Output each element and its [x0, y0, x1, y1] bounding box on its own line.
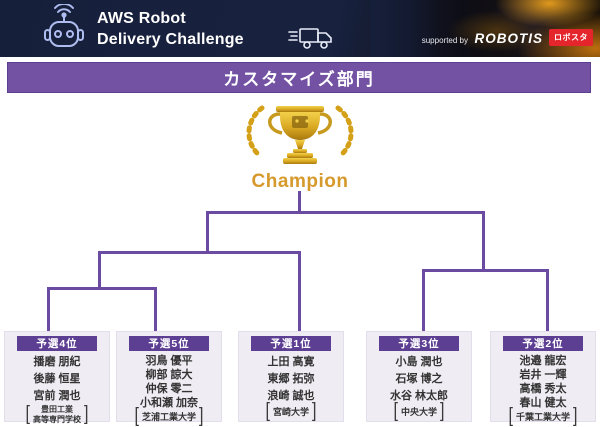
team-affiliation: [ 中央大学 ] — [393, 400, 445, 422]
bracket-line-semi-left — [98, 251, 301, 254]
bracket-open-glyph: [ — [25, 403, 30, 425]
member-name: 上田 高寛 — [267, 356, 315, 368]
member-name: 播磨 朋紀 — [33, 356, 81, 368]
bracket-line-team2-drop — [154, 287, 157, 332]
affiliation-line: 千葉工業大学 — [515, 411, 570, 422]
member-name: 宮前 潤也 — [33, 390, 81, 402]
member-name: 小島 潤也 — [395, 356, 443, 368]
member-name: 水谷 林太郎 — [389, 390, 449, 402]
member-list: 池邉 龍宏 岩井 一輝 高橋 秀太 春山 健太 — [519, 354, 566, 410]
champion-section: Champion — [238, 100, 362, 193]
member-name: 石塚 博之 — [395, 373, 443, 385]
member-name: 仲保 零二 — [145, 383, 193, 395]
member-list: 小島 潤也 石塚 博之 水谷 林太郎 — [390, 354, 448, 405]
affiliation-line: 芝浦工業大学 — [141, 411, 196, 422]
bracket-open-glyph: [ — [134, 405, 139, 427]
team-box-prelim-1st: 予選1位 上田 高寛 東郷 拓弥 浪崎 誠也 [ 宮崎大学 ] — [238, 331, 344, 422]
member-name: 羽鳥 優平 — [145, 355, 193, 367]
member-name: 池邉 龍宏 — [519, 355, 567, 367]
bracket-open-glyph: [ — [508, 405, 513, 427]
trophy-icon — [246, 105, 354, 164]
affiliation-line: 中央大学 — [400, 406, 437, 417]
bracket-line-final-left-drop — [206, 211, 209, 254]
bracket-line-champion — [298, 191, 301, 212]
bracket-open-glyph: [ — [393, 400, 398, 422]
seed-label: 予選3位 — [379, 336, 459, 351]
member-name: 東郷 拓弥 — [267, 373, 315, 385]
bracket-line-semi-left-drop — [98, 251, 101, 290]
supported-by-label: supported by — [421, 36, 468, 45]
team-affiliation: [ 芝浦工業大学 ] — [134, 405, 204, 427]
bracket-line-team5-drop — [546, 269, 549, 332]
member-name: 柳部 諒大 — [145, 369, 193, 381]
member-list: 羽鳥 優平 柳部 諒大 仲保 零二 小和瀬 加奈 — [140, 354, 198, 410]
member-name: 浪崎 誠也 — [267, 390, 315, 402]
member-name: 小和瀬 加奈 — [139, 397, 199, 409]
bracket-open-glyph: [ — [265, 400, 270, 422]
delivery-truck-icon — [288, 26, 334, 55]
robot-logo-icon — [38, 2, 90, 59]
team-affiliation: [ 豊田工業 高等専門学校 ] — [25, 403, 89, 425]
seed-label: 予選2位 — [503, 336, 583, 351]
member-name: 後藤 恒星 — [33, 373, 81, 385]
robotis-logo: ROBOTIS — [474, 31, 543, 46]
affiliation-line: 高等専門学校 — [33, 414, 81, 424]
event-title: AWS Robot Delivery Challenge — [97, 8, 244, 50]
member-name: 岩井 一輝 — [519, 369, 567, 381]
header-abstract-art — [370, 0, 600, 57]
division-title-bar: カスタマイズ部門 — [7, 62, 591, 93]
robosta-logo-badge: ロボスタ — [549, 29, 593, 46]
team-box-prelim-3rd: 予選3位 小島 潤也 石塚 博之 水谷 林太郎 [ 中央大学 ] — [366, 331, 472, 422]
team-box-prelim-2nd: 予選2位 池邉 龍宏 岩井 一輝 高橋 秀太 春山 健太 [ 千葉工業大学 ] — [490, 331, 596, 427]
team-box-prelim-5th: 予選5位 羽鳥 優平 柳部 諒大 仲保 零二 小和瀬 加奈 [ 芝浦工業大学 ] — [116, 331, 222, 427]
bracket-line-team4-drop — [422, 269, 425, 332]
event-title-line2: Delivery Challenge — [97, 31, 244, 48]
bracket-close-glyph: ] — [312, 400, 317, 422]
bracket-close-glyph: ] — [84, 403, 89, 425]
seed-label: 予選4位 — [17, 336, 97, 351]
bracket-line-team1-drop — [47, 287, 50, 332]
bracket-line-qf-left — [47, 287, 157, 290]
team-affiliation: [ 千葉工業大学 ] — [508, 405, 578, 427]
bracket-close-glyph: ] — [573, 405, 578, 427]
division-title: カスタマイズ部門 — [223, 70, 375, 89]
member-name: 春山 健太 — [519, 397, 567, 409]
event-title-line1: AWS Robot — [97, 10, 186, 27]
bracket-line-team3-drop — [298, 251, 301, 332]
bracket-line-qf-right — [422, 269, 549, 272]
header-banner: AWS Robot Delivery Challenge supported b… — [0, 0, 600, 57]
champion-label: Champion — [251, 171, 349, 192]
affiliation-line: 豊田工業 — [41, 405, 73, 414]
member-name: 高橋 秀太 — [519, 383, 567, 395]
affiliation-line: 宮崎大学 — [272, 406, 309, 417]
bracket-line-final-right-drop — [482, 211, 485, 272]
member-list: 上田 高寛 東郷 拓弥 浪崎 誠也 — [267, 354, 314, 405]
team-affiliation: [ 宮崎大学 ] — [265, 400, 317, 422]
bracket-close-glyph: ] — [440, 400, 445, 422]
bracket-line-final — [206, 211, 485, 214]
bracket-close-glyph: ] — [199, 405, 204, 427]
team-box-prelim-4th: 予選4位 播磨 朋紀 後藤 恒星 宮前 潤也 [ 豊田工業 高等専門学校 ] — [4, 331, 110, 425]
seed-label: 予選1位 — [251, 336, 331, 351]
member-list: 播磨 朋紀 後藤 恒星 宮前 潤也 — [33, 354, 80, 405]
seed-label: 予選5位 — [129, 336, 209, 351]
